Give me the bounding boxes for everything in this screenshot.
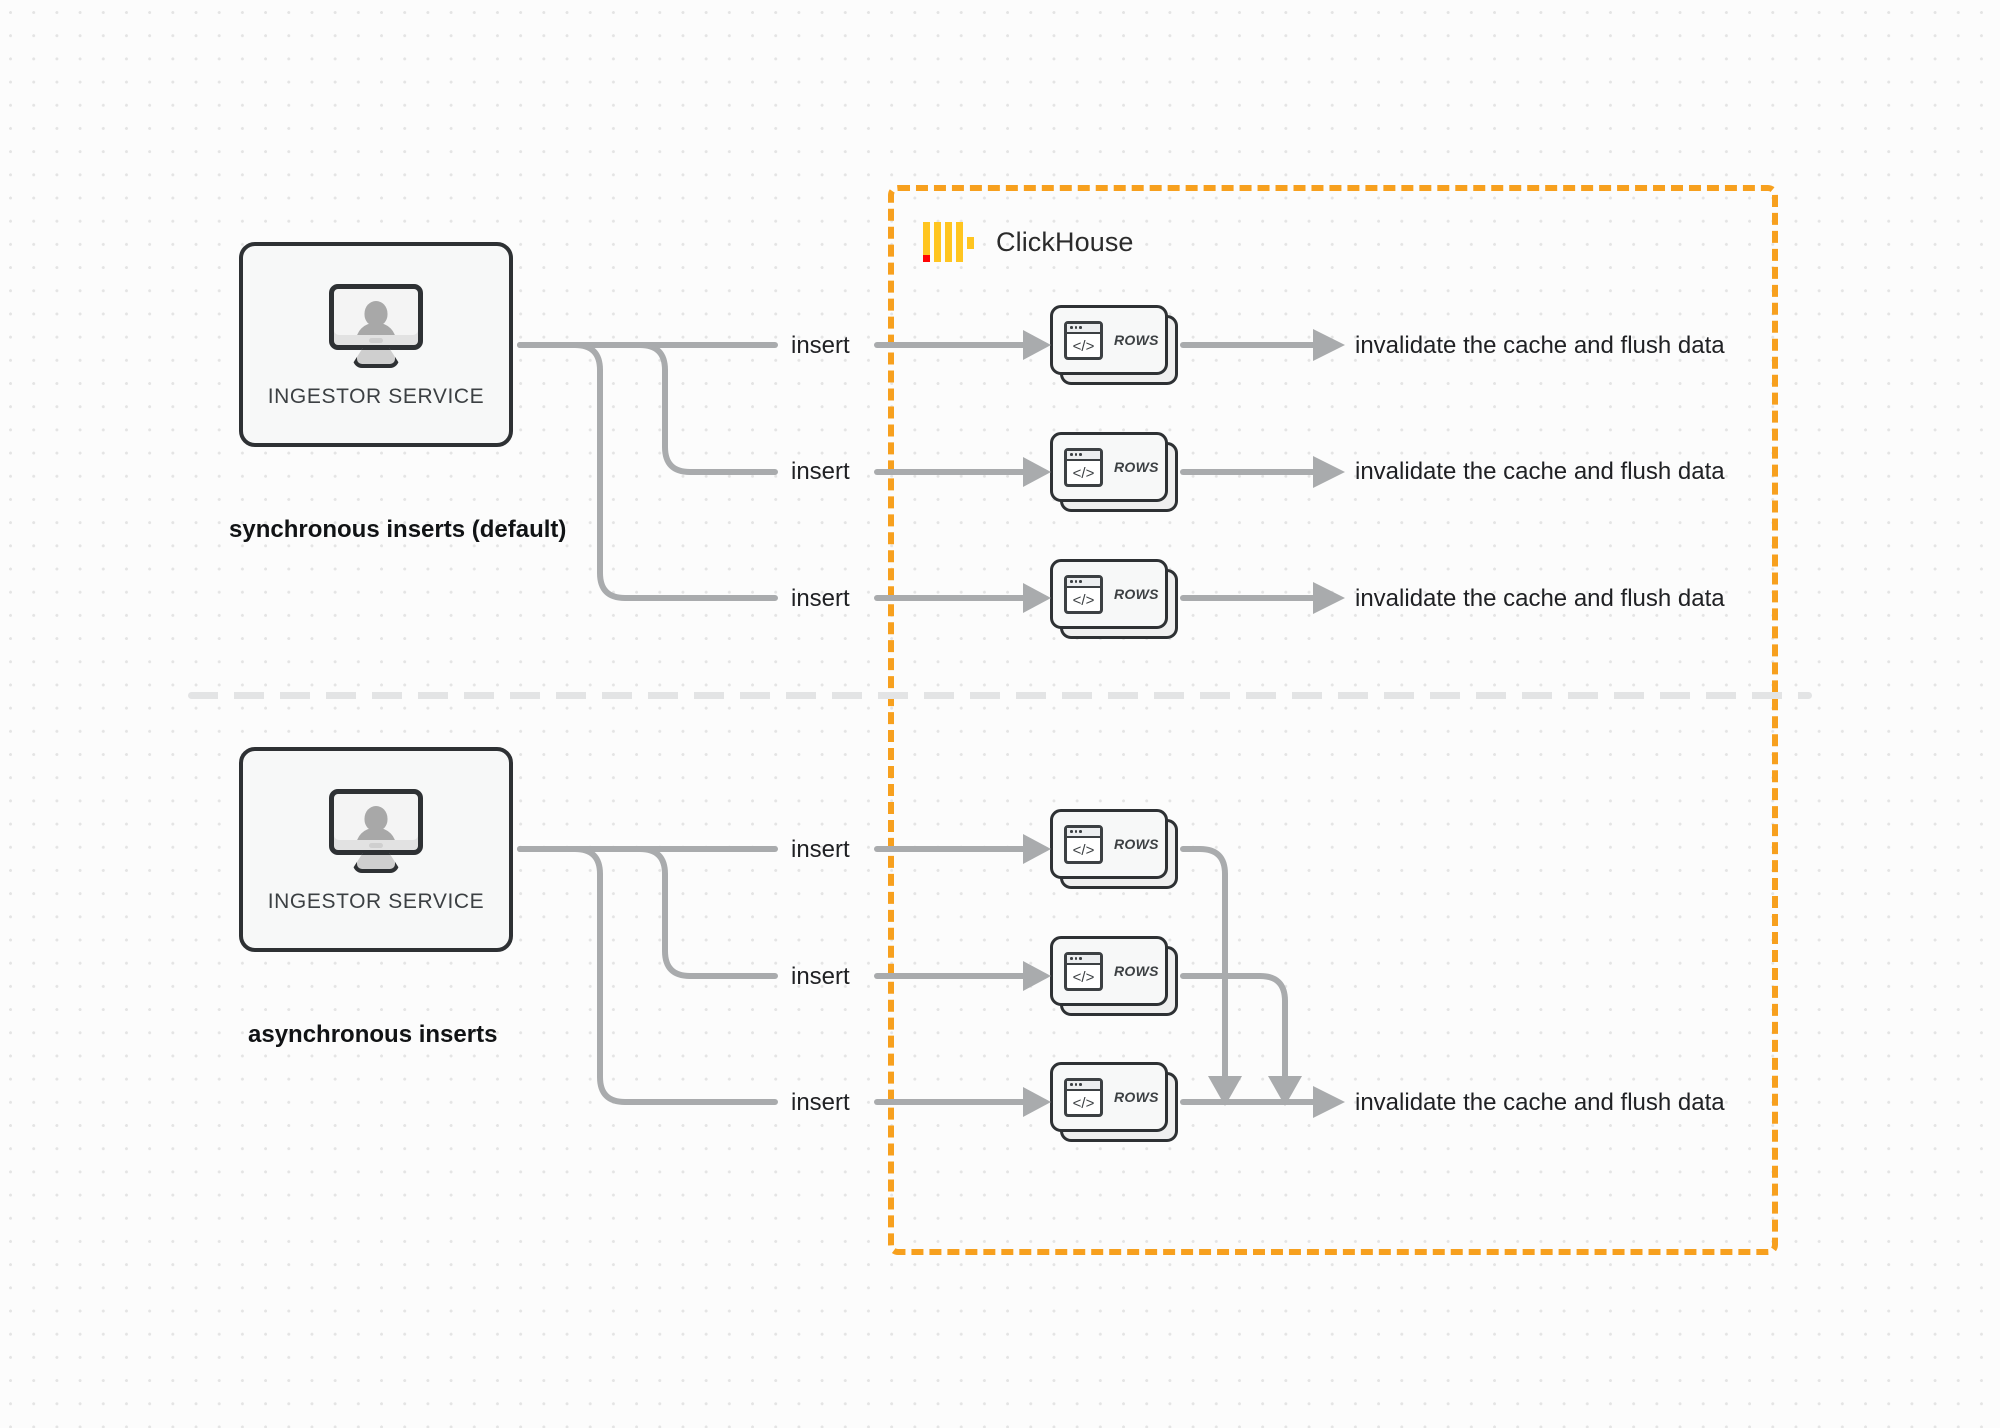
insert-label-async-2: insert (791, 963, 850, 990)
ingestor-service-label-async: INGESTOR SERVICE (267, 890, 485, 913)
clickhouse-logo-mark (923, 222, 974, 262)
section-caption-synchronous: synchronous inserts (default) (229, 516, 567, 543)
rows-card-label: ROWS (1114, 1089, 1159, 1105)
sidebar-item-ingestor-service-sync[interactable]: INGESTOR SERVICE (239, 242, 513, 447)
rows-card-label: ROWS (1114, 836, 1159, 852)
rows-card-label: ROWS (1114, 963, 1159, 979)
monitor-user-icon (329, 284, 423, 368)
clickhouse-logo: ClickHouse (923, 222, 1134, 262)
section-divider (188, 692, 1812, 699)
section-caption-asynchronous: asynchronous inserts (248, 1021, 498, 1048)
rows-card-label: ROWS (1114, 586, 1159, 602)
sidebar-item-ingestor-service-async[interactable]: INGESTOR SERVICE (239, 747, 513, 952)
clickhouse-logo-label: ClickHouse (996, 226, 1134, 257)
rows-card-front: </> ROWS (1050, 809, 1168, 879)
insert-label-async-1: insert (791, 836, 850, 863)
insert-label-sync-3: insert (791, 585, 850, 612)
code-window-icon: </> (1064, 320, 1103, 360)
rows-card-label: ROWS (1114, 459, 1159, 475)
rows-card-front: </> ROWS (1050, 1062, 1168, 1132)
result-label-sync-3: invalidate the cache and flush data (1355, 585, 1725, 612)
monitor-user-icon (329, 789, 423, 873)
rows-card-front: </> ROWS (1050, 305, 1168, 375)
insert-label-sync-2: insert (791, 458, 850, 485)
result-label-sync-2: invalidate the cache and flush data (1355, 458, 1725, 485)
code-window-icon: </> (1064, 1077, 1103, 1117)
wire-async-branch-2 (517, 846, 778, 979)
rows-card-sync-1[interactable]: </> ROWS (1050, 305, 1178, 385)
result-label-async-merged: invalidate the cache and flush data (1355, 1089, 1725, 1116)
rows-card-async-3[interactable]: </> ROWS (1050, 1062, 1178, 1142)
rows-card-async-1[interactable]: </> ROWS (1050, 809, 1178, 889)
result-label-sync-1: invalidate the cache and flush data (1355, 332, 1725, 359)
rows-card-front: </> ROWS (1050, 432, 1168, 502)
code-window-icon: </> (1064, 824, 1103, 864)
rows-card-front: </> ROWS (1050, 559, 1168, 629)
wire-sync-branch-2 (517, 342, 778, 475)
code-window-icon: </> (1064, 951, 1103, 991)
rows-card-async-2[interactable]: </> ROWS (1050, 936, 1178, 1016)
insert-label-async-3: insert (791, 1089, 850, 1116)
wire-sync-branch-3 (517, 342, 778, 601)
rows-card-label: ROWS (1114, 332, 1159, 348)
ingestor-service-label-sync: INGESTOR SERVICE (267, 385, 485, 408)
rows-card-front: </> ROWS (1050, 936, 1168, 1006)
code-window-icon: </> (1064, 574, 1103, 614)
wire-async-branch-3 (517, 846, 778, 1105)
rows-card-sync-2[interactable]: </> ROWS (1050, 432, 1178, 512)
code-window-icon: </> (1064, 447, 1103, 487)
rows-card-sync-3[interactable]: </> ROWS (1050, 559, 1178, 639)
insert-label-sync-1: insert (791, 332, 850, 359)
clickhouse-boundary (888, 185, 1778, 1255)
